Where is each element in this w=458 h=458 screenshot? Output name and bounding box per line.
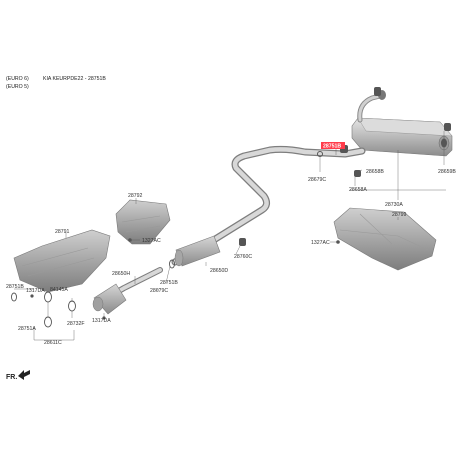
floor-heat-shield-28791 bbox=[13, 229, 111, 293]
label-28751B-mid[interactable]: 28751B bbox=[160, 280, 178, 286]
label-1317DA-mid[interactable]: 1317DA bbox=[92, 318, 111, 324]
label-28650H[interactable]: 28650H bbox=[112, 271, 130, 277]
label-84145A[interactable]: 84145A bbox=[50, 287, 68, 293]
front-arrow-icon bbox=[18, 370, 30, 380]
center-resonator bbox=[174, 235, 221, 267]
label-1327AC-rear[interactable]: 1327AC bbox=[311, 240, 330, 246]
label-28658A[interactable]: 28658A bbox=[349, 187, 367, 193]
label-1317DA-left[interactable]: 1317DA bbox=[26, 288, 45, 294]
label-28659B[interactable]: 28659B bbox=[438, 169, 456, 175]
highlighted-part-label[interactable]: 28751B bbox=[321, 142, 345, 150]
label-28732F[interactable]: 28732F bbox=[67, 321, 85, 327]
rear-muffler bbox=[351, 87, 453, 157]
header-euro6: (EURO 6) bbox=[6, 76, 29, 82]
flange-gaskets bbox=[11, 238, 340, 328]
label-28679C-rear[interactable]: 28679C bbox=[308, 177, 326, 183]
highlight-box bbox=[321, 142, 345, 149]
front-direction-indicator: FR. bbox=[6, 370, 30, 381]
label-28730A[interactable]: 28730A bbox=[385, 202, 403, 208]
label-1327AC-mid[interactable]: 1327AC bbox=[142, 238, 161, 244]
label-28751A[interactable]: 28751A bbox=[18, 326, 36, 332]
header-model: KIA KEURPDE22 - 28751B bbox=[43, 76, 106, 82]
label-28799[interactable]: 28799 bbox=[392, 212, 407, 218]
label-28792[interactable]: 28792 bbox=[128, 193, 143, 199]
leader-lines bbox=[14, 131, 446, 341]
label-28791[interactable]: 28791 bbox=[55, 229, 70, 235]
label-28751B-left[interactable]: 28751B bbox=[6, 284, 24, 290]
label-28658B[interactable]: 28658B bbox=[366, 169, 384, 175]
label-28611C[interactable]: 28611C bbox=[44, 340, 62, 346]
label-28650D[interactable]: 28650D bbox=[210, 268, 228, 274]
fr-label: FR. bbox=[6, 374, 17, 381]
hanger-rubber bbox=[239, 238, 246, 246]
label-28751B-highlighted[interactable]: 28751B bbox=[323, 144, 341, 150]
label-28760C[interactable]: 28760C bbox=[234, 254, 252, 260]
catalytic-converter bbox=[92, 283, 127, 315]
rear-heat-shield bbox=[333, 207, 437, 271]
gasket-ring bbox=[317, 151, 323, 157]
header-euro5: (EURO 5) bbox=[6, 84, 29, 90]
label-28679C-mid[interactable]: 28679C bbox=[150, 288, 168, 294]
center-pipe bbox=[171, 145, 366, 266]
